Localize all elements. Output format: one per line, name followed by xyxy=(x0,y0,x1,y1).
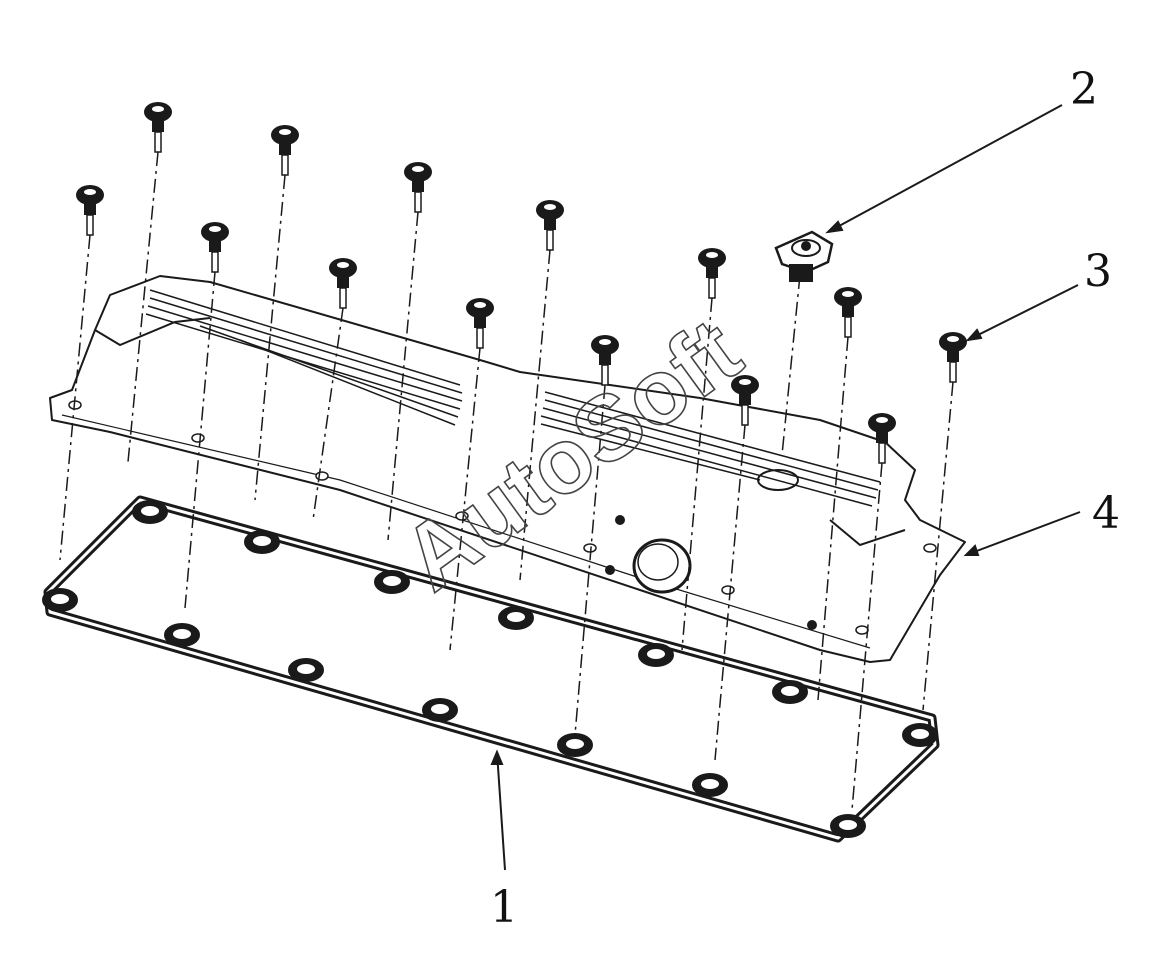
gasket-boss xyxy=(557,733,593,757)
gasket-boss xyxy=(42,588,78,612)
valve-cover xyxy=(49,275,966,663)
gasket-boss xyxy=(498,606,534,630)
cover-bolt-hole xyxy=(455,511,469,521)
cover-bolt-hole xyxy=(855,625,869,635)
gasket-boss xyxy=(422,698,458,722)
cover-bolt-hole xyxy=(191,433,205,443)
callout-1: 1 xyxy=(490,882,518,933)
bolt xyxy=(184,222,229,609)
callout-4: 4 xyxy=(1092,488,1120,539)
gasket-boss xyxy=(692,773,728,797)
bolt xyxy=(59,185,104,561)
callout-leaders xyxy=(490,104,1081,871)
gasket-boss xyxy=(164,623,200,647)
bolt xyxy=(449,298,494,651)
oil-filler-cap xyxy=(774,230,834,456)
bolt xyxy=(817,287,862,701)
callout-2: 2 xyxy=(1070,64,1098,115)
bolt xyxy=(387,162,432,541)
cover-bolt-hole xyxy=(315,471,329,481)
gasket-boss xyxy=(244,530,280,554)
bolt xyxy=(254,125,299,501)
gasket-boss xyxy=(288,658,324,682)
gasket xyxy=(42,495,940,843)
cover-bolt-hole xyxy=(721,585,735,595)
bolt xyxy=(312,258,357,521)
bolt xyxy=(574,335,619,736)
callout-3: 3 xyxy=(1084,246,1112,297)
cover-bolt-hole xyxy=(923,543,937,553)
gasket-boss xyxy=(902,723,938,747)
gasket-boss xyxy=(830,814,866,838)
bolt xyxy=(519,200,564,581)
gasket-boss xyxy=(132,500,168,524)
cover-bolt-hole xyxy=(583,543,597,553)
bolt xyxy=(714,375,759,761)
bolt xyxy=(851,413,896,811)
gasket-boss xyxy=(772,680,808,704)
gasket-boss xyxy=(374,570,410,594)
bolt xyxy=(922,332,967,711)
bolt xyxy=(681,248,726,651)
bolt xyxy=(127,102,172,463)
gasket-boss xyxy=(638,643,674,667)
bolt-set xyxy=(59,102,967,811)
gasket-bolt-bosses xyxy=(42,500,938,838)
